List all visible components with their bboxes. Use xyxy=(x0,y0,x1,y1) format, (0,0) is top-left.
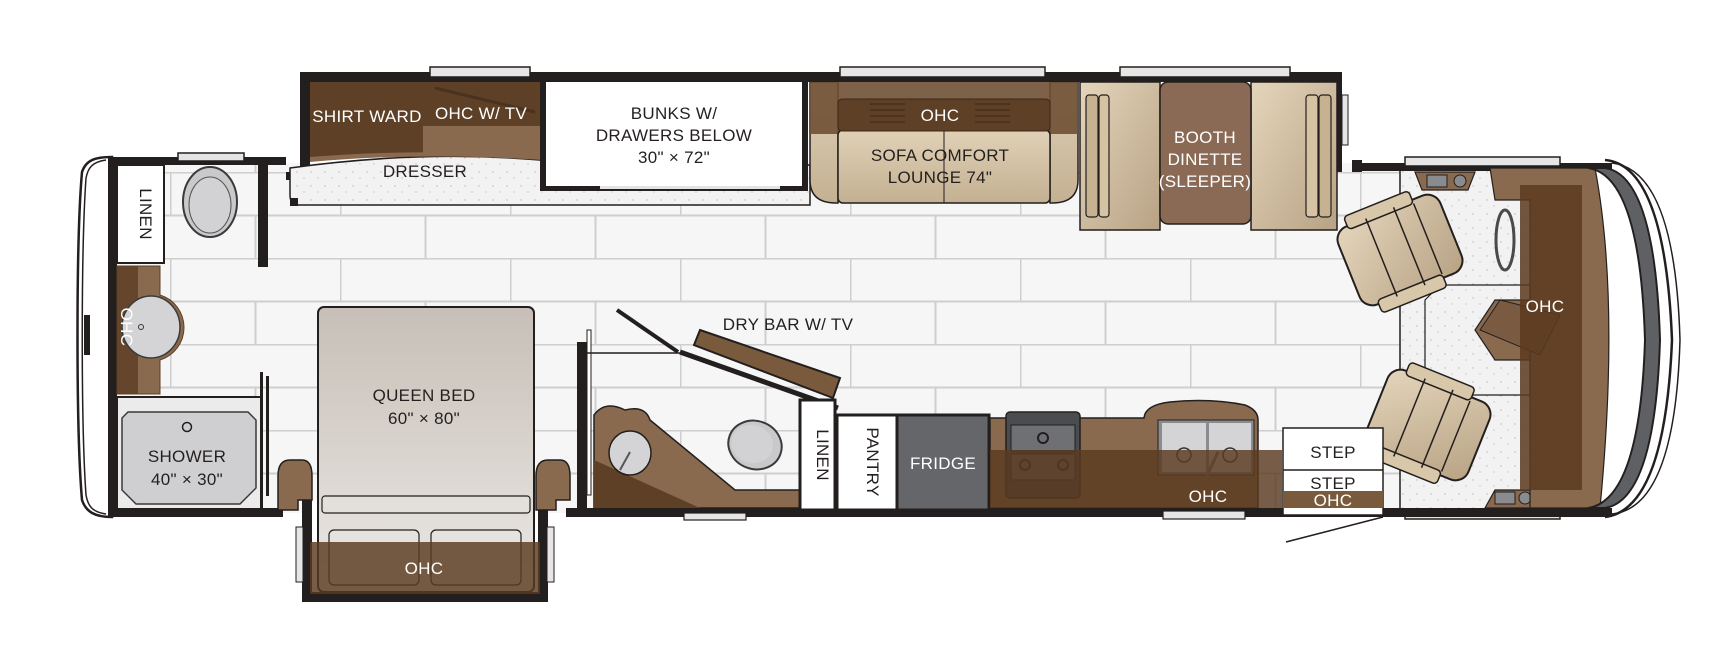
recliner-passenger xyxy=(1336,191,1464,313)
dinette-line2: DINETTE xyxy=(1168,150,1243,169)
bunks-line2: DRAWERS BELOW xyxy=(596,126,752,145)
bottom-exterior-wall xyxy=(566,508,1596,517)
bunks: BUNKS W/ DRAWERS BELOW 30" × 72" xyxy=(540,76,808,191)
nightstand-left xyxy=(277,459,313,511)
mid-linen-cabinet: LINEN xyxy=(798,398,837,512)
cab-side-window-top xyxy=(1404,156,1561,167)
shower-label: SHOWER xyxy=(148,447,226,466)
cab-cockpit: OHC xyxy=(1352,156,1681,520)
sofa-comfort-lounge: OHC SOFA COMFORT LOUNGE 74" xyxy=(808,66,1079,204)
queen-bed: QUEEN BED 60" × 80" OHC xyxy=(310,306,540,594)
steering-wheel-icon xyxy=(1494,208,1516,272)
rear-cap xyxy=(76,155,117,519)
entry-steps: STEP STEP OHC xyxy=(1282,427,1384,543)
galley-ohc-label: OHC xyxy=(1189,487,1228,506)
mid-toilet-icon xyxy=(727,419,783,471)
nightstand-right xyxy=(535,459,571,511)
queen-bed-size: 60" × 80" xyxy=(388,409,460,428)
dresser-label: DRESSER xyxy=(383,162,467,181)
recliner-driver-side xyxy=(1364,362,1492,484)
step1-label: STEP xyxy=(1310,443,1356,462)
mid-linen-label: LINEN xyxy=(813,429,832,481)
bed-ohc-label: OHC xyxy=(405,559,444,578)
fridge-label: FRIDGE xyxy=(910,454,976,473)
mid-bath-partition xyxy=(577,342,587,512)
entry-ohc-overlay xyxy=(1283,491,1383,508)
dry-bar-tv-cabinet xyxy=(692,328,842,400)
sofa-ohc-label: OHC xyxy=(921,106,960,125)
dry-bar-label: DRY BAR W/ TV xyxy=(723,315,854,334)
mid-bath-window xyxy=(683,512,747,521)
entry-door-swing xyxy=(1285,516,1384,543)
sofa-label-line2: LOUNGE 74" xyxy=(888,168,992,187)
angled-door xyxy=(615,308,680,354)
bath-window xyxy=(177,152,245,162)
rear-linen-cabinet: LINEN xyxy=(116,164,165,264)
galley-window xyxy=(1162,510,1246,520)
sofa-window xyxy=(839,66,1046,78)
bunks-line1: BUNKS W/ xyxy=(631,104,717,123)
dinette-line3: (SLEEPER) xyxy=(1159,172,1251,191)
shower-size: 40" × 30" xyxy=(151,470,223,489)
rear-bath: LINEN OHC SHOWER 40" × 30" xyxy=(108,152,286,517)
dinette-line1: BOOTH xyxy=(1174,128,1236,147)
bedroom-window xyxy=(429,66,531,78)
queen-bed-label: QUEEN BED xyxy=(373,386,476,405)
rear-linen-label: LINEN xyxy=(136,188,155,240)
booth-dinette: BOOTH DINETTE (SLEEPER) xyxy=(1078,66,1349,231)
dinette-window xyxy=(1119,66,1291,78)
ohc-tv-label: OHC W/ TV xyxy=(435,104,527,123)
rear-vanity-ohc-label: OHC xyxy=(117,308,136,347)
shower-stall: SHOWER 40" × 30" xyxy=(116,372,269,513)
fridge: FRIDGE xyxy=(895,413,991,512)
galley-ohc-overlay xyxy=(990,450,1282,508)
bunks-size: 30" × 72" xyxy=(638,148,710,167)
cab-ohc-overlay xyxy=(1520,185,1582,490)
pantry-label: PANTRY xyxy=(863,427,882,496)
pantry-cabinet: PANTRY xyxy=(835,413,899,512)
entry-ohc-label: OHC xyxy=(1314,491,1353,510)
step2-label: STEP xyxy=(1310,474,1356,493)
bed-ohc-overlay xyxy=(310,542,540,594)
mid-bath-drybar: DRY BAR W/ TV xyxy=(566,308,1596,521)
sofa-label-line1: SOFA COMFORT xyxy=(871,146,1009,165)
bath-partition-wall xyxy=(258,157,268,267)
shirt-ward-label: SHIRT WARD xyxy=(312,107,421,126)
galley-counter: OHC xyxy=(989,399,1282,520)
rear-toilet-icon xyxy=(182,166,238,238)
cab-ohc-label: OHC xyxy=(1526,297,1565,316)
rear-vanity: OHC xyxy=(116,265,185,395)
